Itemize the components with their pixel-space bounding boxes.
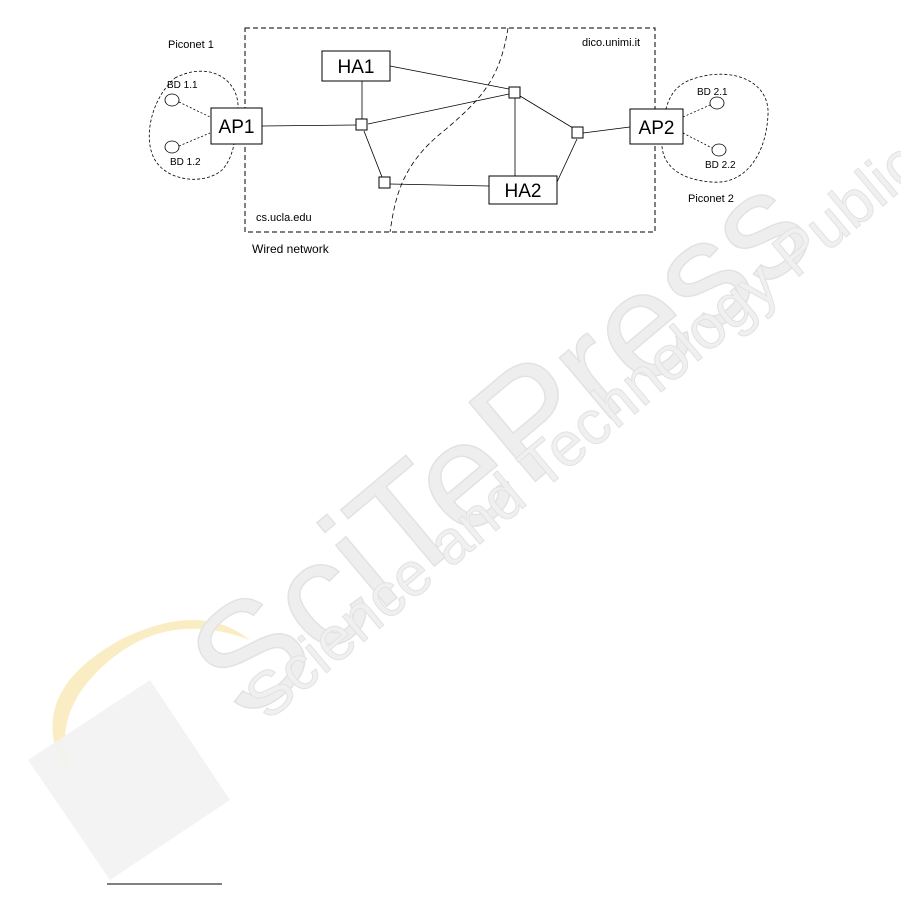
bd11-icon: [165, 94, 179, 106]
wired-network-boundary: [245, 28, 655, 232]
bd22-label: BD 2.2: [705, 160, 736, 171]
bd11-label: BD 1.1: [167, 80, 198, 91]
ha2-label: HA2: [505, 181, 542, 202]
link-r1-r2: [368, 94, 509, 124]
link-ap1-r1: [262, 125, 356, 126]
piconet1-label: Piconet 1: [168, 39, 214, 51]
router-2: [509, 87, 520, 98]
bd22-icon: [712, 144, 726, 156]
link-r4-ha2: [557, 139, 577, 182]
bd21-label: BD 2.1: [697, 87, 728, 98]
piconet2-label: Piconet 2: [688, 193, 734, 205]
link-r3-ha2: [390, 184, 489, 186]
link-r4-ap2: [583, 127, 630, 133]
ap1-node: AP1: [211, 108, 262, 144]
wired-network-label: Wired network: [252, 242, 330, 256]
router-1: [356, 119, 367, 130]
domain-bottom-label: cs.ucla.edu: [256, 212, 312, 224]
ha1-node: HA1: [322, 51, 390, 81]
bd12-icon: [165, 141, 179, 153]
links: [262, 66, 630, 186]
link-r2-r4: [520, 96, 573, 128]
router-4: [572, 127, 583, 138]
ap2-node: AP2: [630, 109, 683, 144]
router-3: [379, 177, 390, 188]
bd21-icon: [710, 97, 724, 109]
link-ha1-r2: [390, 66, 509, 89]
bd12-label: BD 1.2: [170, 157, 201, 168]
ap2-label: AP2: [639, 118, 675, 139]
ha2-node: HA2: [489, 176, 557, 204]
domain-top-label: dico.unimi.it: [582, 37, 640, 49]
link-r1-r3: [364, 131, 382, 177]
ap1-label: AP1: [219, 117, 255, 138]
ha1-label: HA1: [338, 57, 375, 78]
watermark: SciTePress Science and Technology Public…: [158, 23, 901, 750]
